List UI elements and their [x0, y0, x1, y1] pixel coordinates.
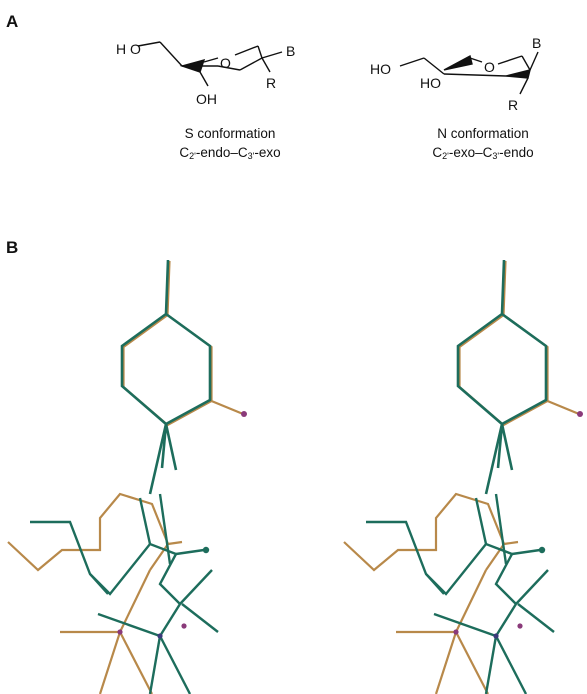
n-r-label: R — [508, 97, 518, 113]
s-base-label: B — [286, 43, 295, 59]
panel-b-stereo-view — [6, 258, 585, 694]
s-conformation-title: S conformation — [184, 126, 276, 141]
panel-a-structures: H O OH O B R HO HO O B R — [116, 35, 541, 113]
n-conformation-caption: N conformation C2'-exo–C3'-endo — [378, 124, 587, 166]
n-conformation-title: N conformation — [437, 126, 529, 141]
stereo-left-image — [6, 258, 249, 694]
n-conformation-structure — [399, 51, 539, 95]
n-conformation-subtitle: C2'-exo–C3'-endo — [432, 145, 534, 161]
n-ho-top: HO — [370, 61, 391, 77]
s-hydroxyl-top: H O — [116, 41, 141, 57]
n-ho-ring: HO — [420, 75, 441, 91]
n-base-label: B — [532, 35, 541, 51]
s-conformation-subtitle: C2'-endo–C3'-exo — [179, 145, 281, 161]
s-oh-label: OH — [196, 91, 217, 107]
s-conformation-structure — [137, 41, 283, 87]
panel-a-label: A — [6, 12, 19, 31]
s-ring-oxygen: O — [220, 55, 231, 71]
panel-b-label: B — [6, 238, 19, 257]
s-conformation-caption: S conformation C2'-endo–C3'-exo — [135, 124, 325, 166]
stereo-right-image — [342, 258, 585, 694]
s-r-label: R — [266, 75, 276, 91]
n-ring-oxygen: O — [484, 59, 495, 75]
